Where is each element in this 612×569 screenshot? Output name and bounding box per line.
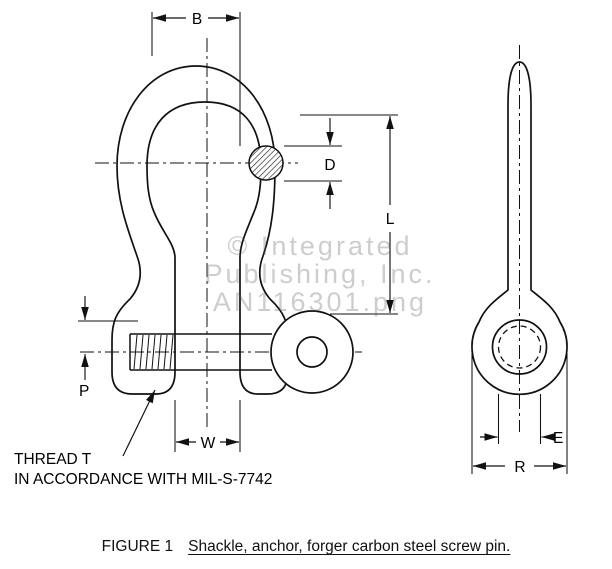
thread-leader-line: [122, 389, 156, 457]
side-profile-outline: [471, 61, 568, 396]
pin-head-hole: [296, 336, 328, 368]
dim-w: W: [174, 400, 241, 452]
dim-label-p: P: [79, 383, 89, 400]
shackle-body-outline: [111, 65, 289, 395]
stock-section-circle: [248, 145, 284, 181]
dim-label-r: R: [514, 459, 525, 476]
dim-label-e: E: [553, 430, 563, 447]
thread-hidden-circle: [497, 325, 542, 369]
thread-hatching: [133, 334, 174, 370]
thread-note: THREAD T IN ACCORDANCE WITH MIL-S-7742: [14, 389, 272, 488]
dim-p: P: [78, 296, 138, 400]
dim-e: E: [480, 394, 563, 447]
dim-l: L: [300, 114, 398, 315]
dimensions: B D L P: [78, 11, 568, 476]
dim-r: R: [471, 353, 568, 476]
dim-b: B: [151, 11, 241, 146]
front-view: [111, 65, 354, 395]
thread-note-line1: THREAD T: [14, 451, 92, 468]
pin-eye-circle: [491, 319, 548, 375]
thread-note-line2: IN ACCORDANCE WITH MIL-S-7742: [14, 471, 272, 488]
dim-label-d: D: [324, 157, 335, 174]
screw-pin: [129, 333, 272, 371]
side-view: [471, 61, 568, 396]
figure-caption-prefix: FIGURE 1: [101, 538, 174, 555]
dim-d: D: [284, 118, 342, 209]
figure-caption-title: Shackle, anchor, forger carbon steel scr…: [188, 538, 511, 555]
figure-caption: FIGURE 1 Shackle, anchor, forger carbon s…: [0, 538, 612, 556]
dim-label-b: B: [192, 11, 202, 28]
dim-label-w: W: [201, 435, 216, 452]
dim-label-l: L: [386, 211, 395, 228]
